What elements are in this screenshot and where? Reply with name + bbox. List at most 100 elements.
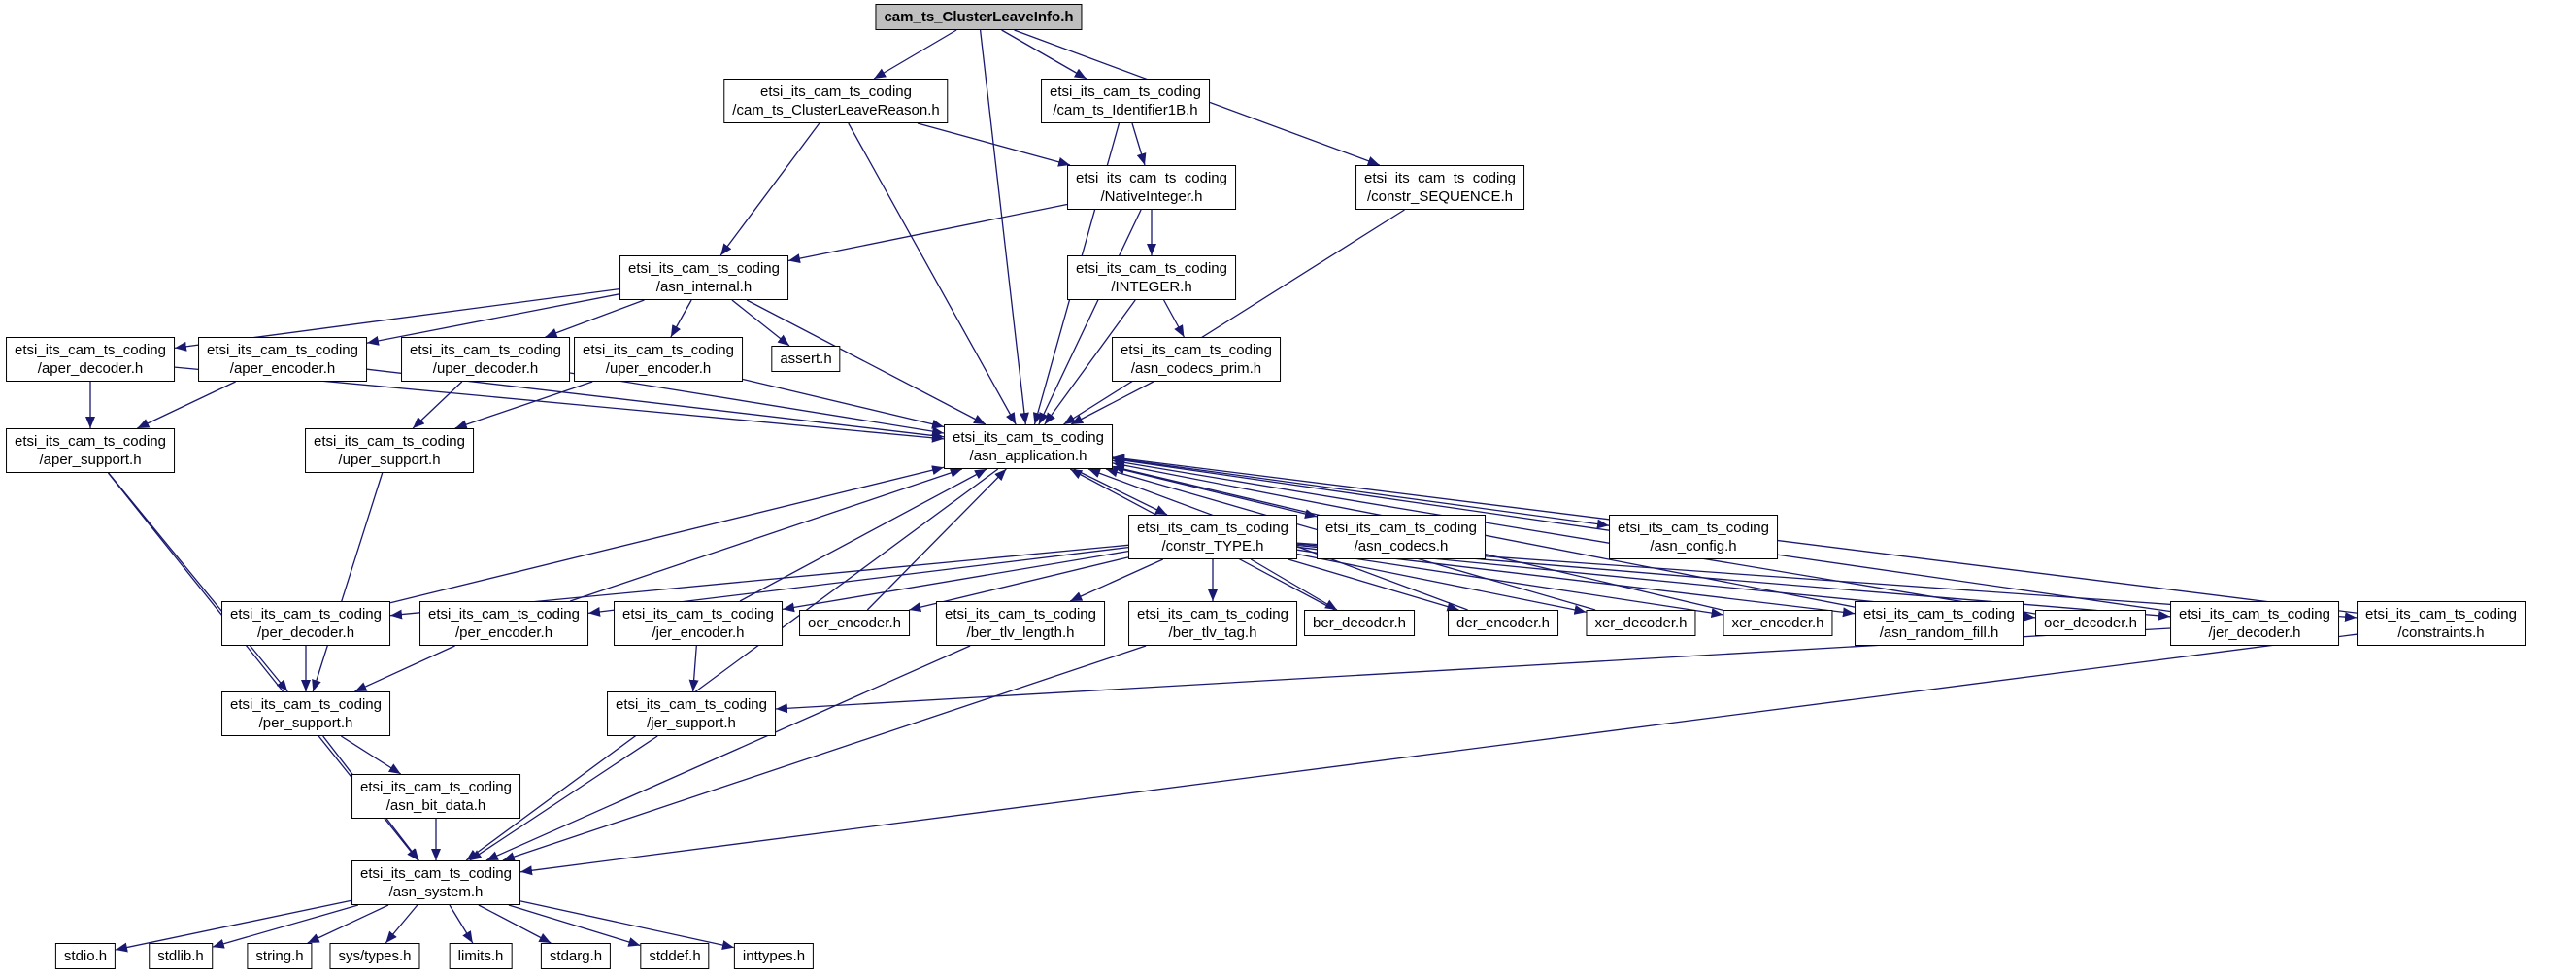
graph-edge-constr_type-to-der_enc: [1288, 558, 1459, 612]
graph-node-constraints[interactable]: etsi_its_cam_ts_coding /constraints.h: [2357, 601, 2526, 646]
graph-node-aper_sup[interactable]: etsi_its_cam_ts_coding /aper_support.h: [6, 428, 175, 473]
graph-edge-per_enc-to-per_sup: [354, 645, 455, 692]
graph-node-uper_dec[interactable]: etsi_its_cam_ts_coding /uper_decoder.h: [401, 337, 570, 382]
graph-node-label: etsi_its_cam_ts_coding /cam_ts_Identifie…: [1050, 84, 1201, 118]
graph-edge-asn_internal-to-assert: [731, 299, 790, 347]
graph-edge-clr-to-asn_internal: [719, 122, 820, 256]
graph-edge-per_enc-to-asn_app: [569, 468, 963, 602]
graph-node-label: etsi_its_cam_ts_coding /cam_ts_ClusterLe…: [732, 84, 940, 118]
graph-node-aper_enc[interactable]: etsi_its_cam_ts_coding /aper_encoder.h: [198, 337, 367, 382]
graph-edge-jer_enc-to-jer_sup: [688, 645, 699, 692]
graph-node-stdio: stdio.h: [54, 943, 117, 969]
graph-node-label: stddef.h: [649, 948, 701, 964]
graph-node-label: etsi_its_cam_ts_coding /constr_SEQUENCE.…: [1364, 170, 1516, 205]
graph-node-label: inttypes.h: [742, 948, 806, 964]
graph-node-id1b[interactable]: etsi_its_cam_ts_coding /cam_ts_Identifie…: [1041, 79, 1210, 123]
graph-edge-clr-to-native_int: [917, 122, 1071, 167]
graph-node-label: etsi_its_cam_ts_coding /uper_decoder.h: [410, 342, 561, 377]
graph-node-label: etsi_its_cam_ts_coding /asn_bit_data.h: [360, 779, 512, 814]
graph-node-uper_enc[interactable]: etsi_its_cam_ts_coding /uper_encoder.h: [574, 337, 743, 382]
graph-node-asn_config[interactable]: etsi_its_cam_ts_coding /asn_config.h: [1609, 515, 1778, 559]
graph-node-label: etsi_its_cam_ts_coding /asn_config.h: [1618, 520, 1769, 555]
graph-edge-uper_enc-to-uper_sup: [454, 381, 593, 429]
graph-node-label: xer_decoder.h: [1594, 615, 1688, 631]
graph-node-label: etsi_its_cam_ts_coding /asn_internal.h: [628, 260, 780, 295]
graph-node-limits: limits.h: [449, 943, 513, 969]
graph-node-constr_seq[interactable]: etsi_its_cam_ts_coding /constr_SEQUENCE.…: [1355, 165, 1524, 210]
graph-node-der_enc: der_encoder.h: [1448, 610, 1558, 636]
graph-node-label: etsi_its_cam_ts_coding /per_support.h: [230, 696, 382, 731]
graph-edge-asn_system-to-stdio: [115, 899, 352, 953]
graph-edge-per_dec-to-asn_app: [389, 465, 945, 604]
graph-edge-oer_enc-to-asn_app: [866, 468, 1007, 611]
graph-node-asn_codecs[interactable]: etsi_its_cam_ts_coding /asn_codecs.h: [1317, 515, 1486, 559]
graph-node-asn_app[interactable]: etsi_its_cam_ts_coding /asn_application.…: [944, 424, 1113, 469]
graph-node-label: etsi_its_cam_ts_coding /aper_support.h: [15, 433, 166, 468]
graph-edge-id1b-to-native_int: [1131, 122, 1147, 166]
graph-node-label: etsi_its_cam_ts_coding /jer_encoder.h: [622, 606, 774, 641]
graph-node-stdarg: stdarg.h: [540, 943, 612, 969]
graph-edge-constr_type-to-jer_enc: [782, 550, 1129, 613]
graph-node-string: string.h: [247, 943, 313, 969]
graph-node-constr_type[interactable]: etsi_its_cam_ts_coding /constr_TYPE.h: [1128, 515, 1297, 559]
graph-node-stdlib: stdlib.h: [149, 943, 213, 969]
graph-node-label: etsi_its_cam_ts_coding /ber_tlv_length.h: [945, 606, 1096, 641]
graph-edge-asn_app-to-asn_config: [1112, 457, 1610, 529]
graph-node-assert: assert.h: [771, 346, 841, 372]
graph-node-label: etsi_its_cam_ts_coding /asn_system.h: [360, 865, 512, 900]
graph-edge-asn_system-to-stddef: [508, 904, 641, 947]
graph-node-label: cam_ts_ClusterLeaveInfo.h: [884, 9, 1074, 25]
graph-node-per_dec[interactable]: etsi_its_cam_ts_coding /per_decoder.h: [221, 601, 390, 646]
graph-node-oer_dec: oer_decoder.h: [2035, 610, 2146, 636]
graph-edge-root-to-asn_app: [979, 29, 1029, 425]
graph-node-native_int[interactable]: etsi_its_cam_ts_coding /NativeInteger.h: [1067, 165, 1236, 210]
graph-node-label: etsi_its_cam_ts_coding /asn_codecs_prim.…: [1121, 342, 1272, 377]
graph-node-uper_sup[interactable]: etsi_its_cam_ts_coding /uper_support.h: [305, 428, 474, 473]
graph-edge-constr_type-to-xer_enc: [1296, 549, 1723, 619]
graph-edge-integer-to-asn_app: [1044, 299, 1136, 425]
graph-node-aper_dec[interactable]: etsi_its_cam_ts_coding /aper_decoder.h: [6, 337, 175, 382]
graph-node-integer[interactable]: etsi_its_cam_ts_coding /INTEGER.h: [1067, 255, 1236, 300]
graph-edge-per_sup-to-bit_data: [340, 735, 402, 775]
graph-node-label: stdio.h: [63, 948, 108, 964]
graph-edge-asn_system-to-inttypes: [519, 900, 735, 950]
graph-node-asn_internal[interactable]: etsi_its_cam_ts_coding /asn_internal.h: [619, 255, 788, 300]
graph-node-label: sys/types.h: [338, 948, 412, 964]
graph-edge-uper_dec-to-asn_app: [569, 372, 945, 437]
graph-edge-asn_internal-to-uper_dec: [545, 299, 645, 338]
graph-node-label: etsi_its_cam_ts_coding /asn_random_fill.…: [1863, 606, 2015, 641]
graph-edge-native_int-to-asn_internal: [787, 203, 1068, 264]
graph-node-label: etsi_its_cam_ts_coding /asn_application.…: [953, 429, 1104, 464]
graph-edge-asn_internal-to-asn_app: [746, 299, 987, 425]
graph-edge-uper_dec-to-uper_sup: [412, 381, 463, 429]
graph-node-jer_enc[interactable]: etsi_its_cam_ts_coding /jer_encoder.h: [614, 601, 783, 646]
graph-node-label: etsi_its_cam_ts_coding /asn_codecs.h: [1325, 520, 1477, 555]
graph-node-asn_system[interactable]: etsi_its_cam_ts_coding /asn_system.h: [351, 860, 520, 905]
graph-node-ber_tlv_tag[interactable]: etsi_its_cam_ts_coding /ber_tlv_tag.h: [1128, 601, 1297, 646]
graph-node-ber_tlv_len[interactable]: etsi_its_cam_ts_coding /ber_tlv_length.h: [936, 601, 1105, 646]
graph-node-label: oer_encoder.h: [808, 615, 901, 631]
graph-node-clr[interactable]: etsi_its_cam_ts_coding /cam_ts_ClusterLe…: [723, 79, 949, 123]
graph-node-per_enc[interactable]: etsi_its_cam_ts_coding /per_encoder.h: [419, 601, 588, 646]
graph-node-label: assert.h: [780, 351, 832, 367]
graph-node-jer_sup[interactable]: etsi_its_cam_ts_coding /jer_support.h: [607, 691, 776, 736]
graph-edge-aper_sup-to-per_sup: [108, 472, 288, 692]
graph-node-xer_dec: xer_decoder.h: [1586, 610, 1696, 636]
graph-edge-constr_type-to-ber_dec: [1250, 558, 1338, 611]
graph-node-oer_enc: oer_encoder.h: [799, 610, 910, 636]
graph-node-label: etsi_its_cam_ts_coding /uper_support.h: [314, 433, 465, 468]
graph-edge-constr_type-to-xer_dec: [1296, 553, 1587, 615]
graph-node-rand_fill[interactable]: etsi_its_cam_ts_coding /asn_random_fill.…: [1855, 601, 2024, 646]
graph-edge-asn_app-to-asn_codecs: [1112, 466, 1318, 519]
graph-edge-asn_app-to-asn_system: [465, 468, 999, 861]
graph-node-jer_dec[interactable]: etsi_its_cam_ts_coding /jer_decoder.h: [2170, 601, 2339, 646]
graph-node-label: etsi_its_cam_ts_coding /ber_tlv_tag.h: [1137, 606, 1288, 641]
graph-edge-jer_enc-to-asn_app: [739, 468, 987, 602]
graph-node-codecs_prim[interactable]: etsi_its_cam_ts_coding /asn_codecs_prim.…: [1112, 337, 1281, 382]
graph-node-per_sup[interactable]: etsi_its_cam_ts_coding /per_support.h: [221, 691, 390, 736]
graph-node-bit_data[interactable]: etsi_its_cam_ts_coding /asn_bit_data.h: [351, 774, 520, 819]
graph-node-label: etsi_its_cam_ts_coding /uper_encoder.h: [583, 342, 734, 377]
graph-edge-integer-to-codecs_prim: [1163, 299, 1185, 338]
graph-edge-asn_internal-to-aper_enc: [366, 293, 620, 346]
